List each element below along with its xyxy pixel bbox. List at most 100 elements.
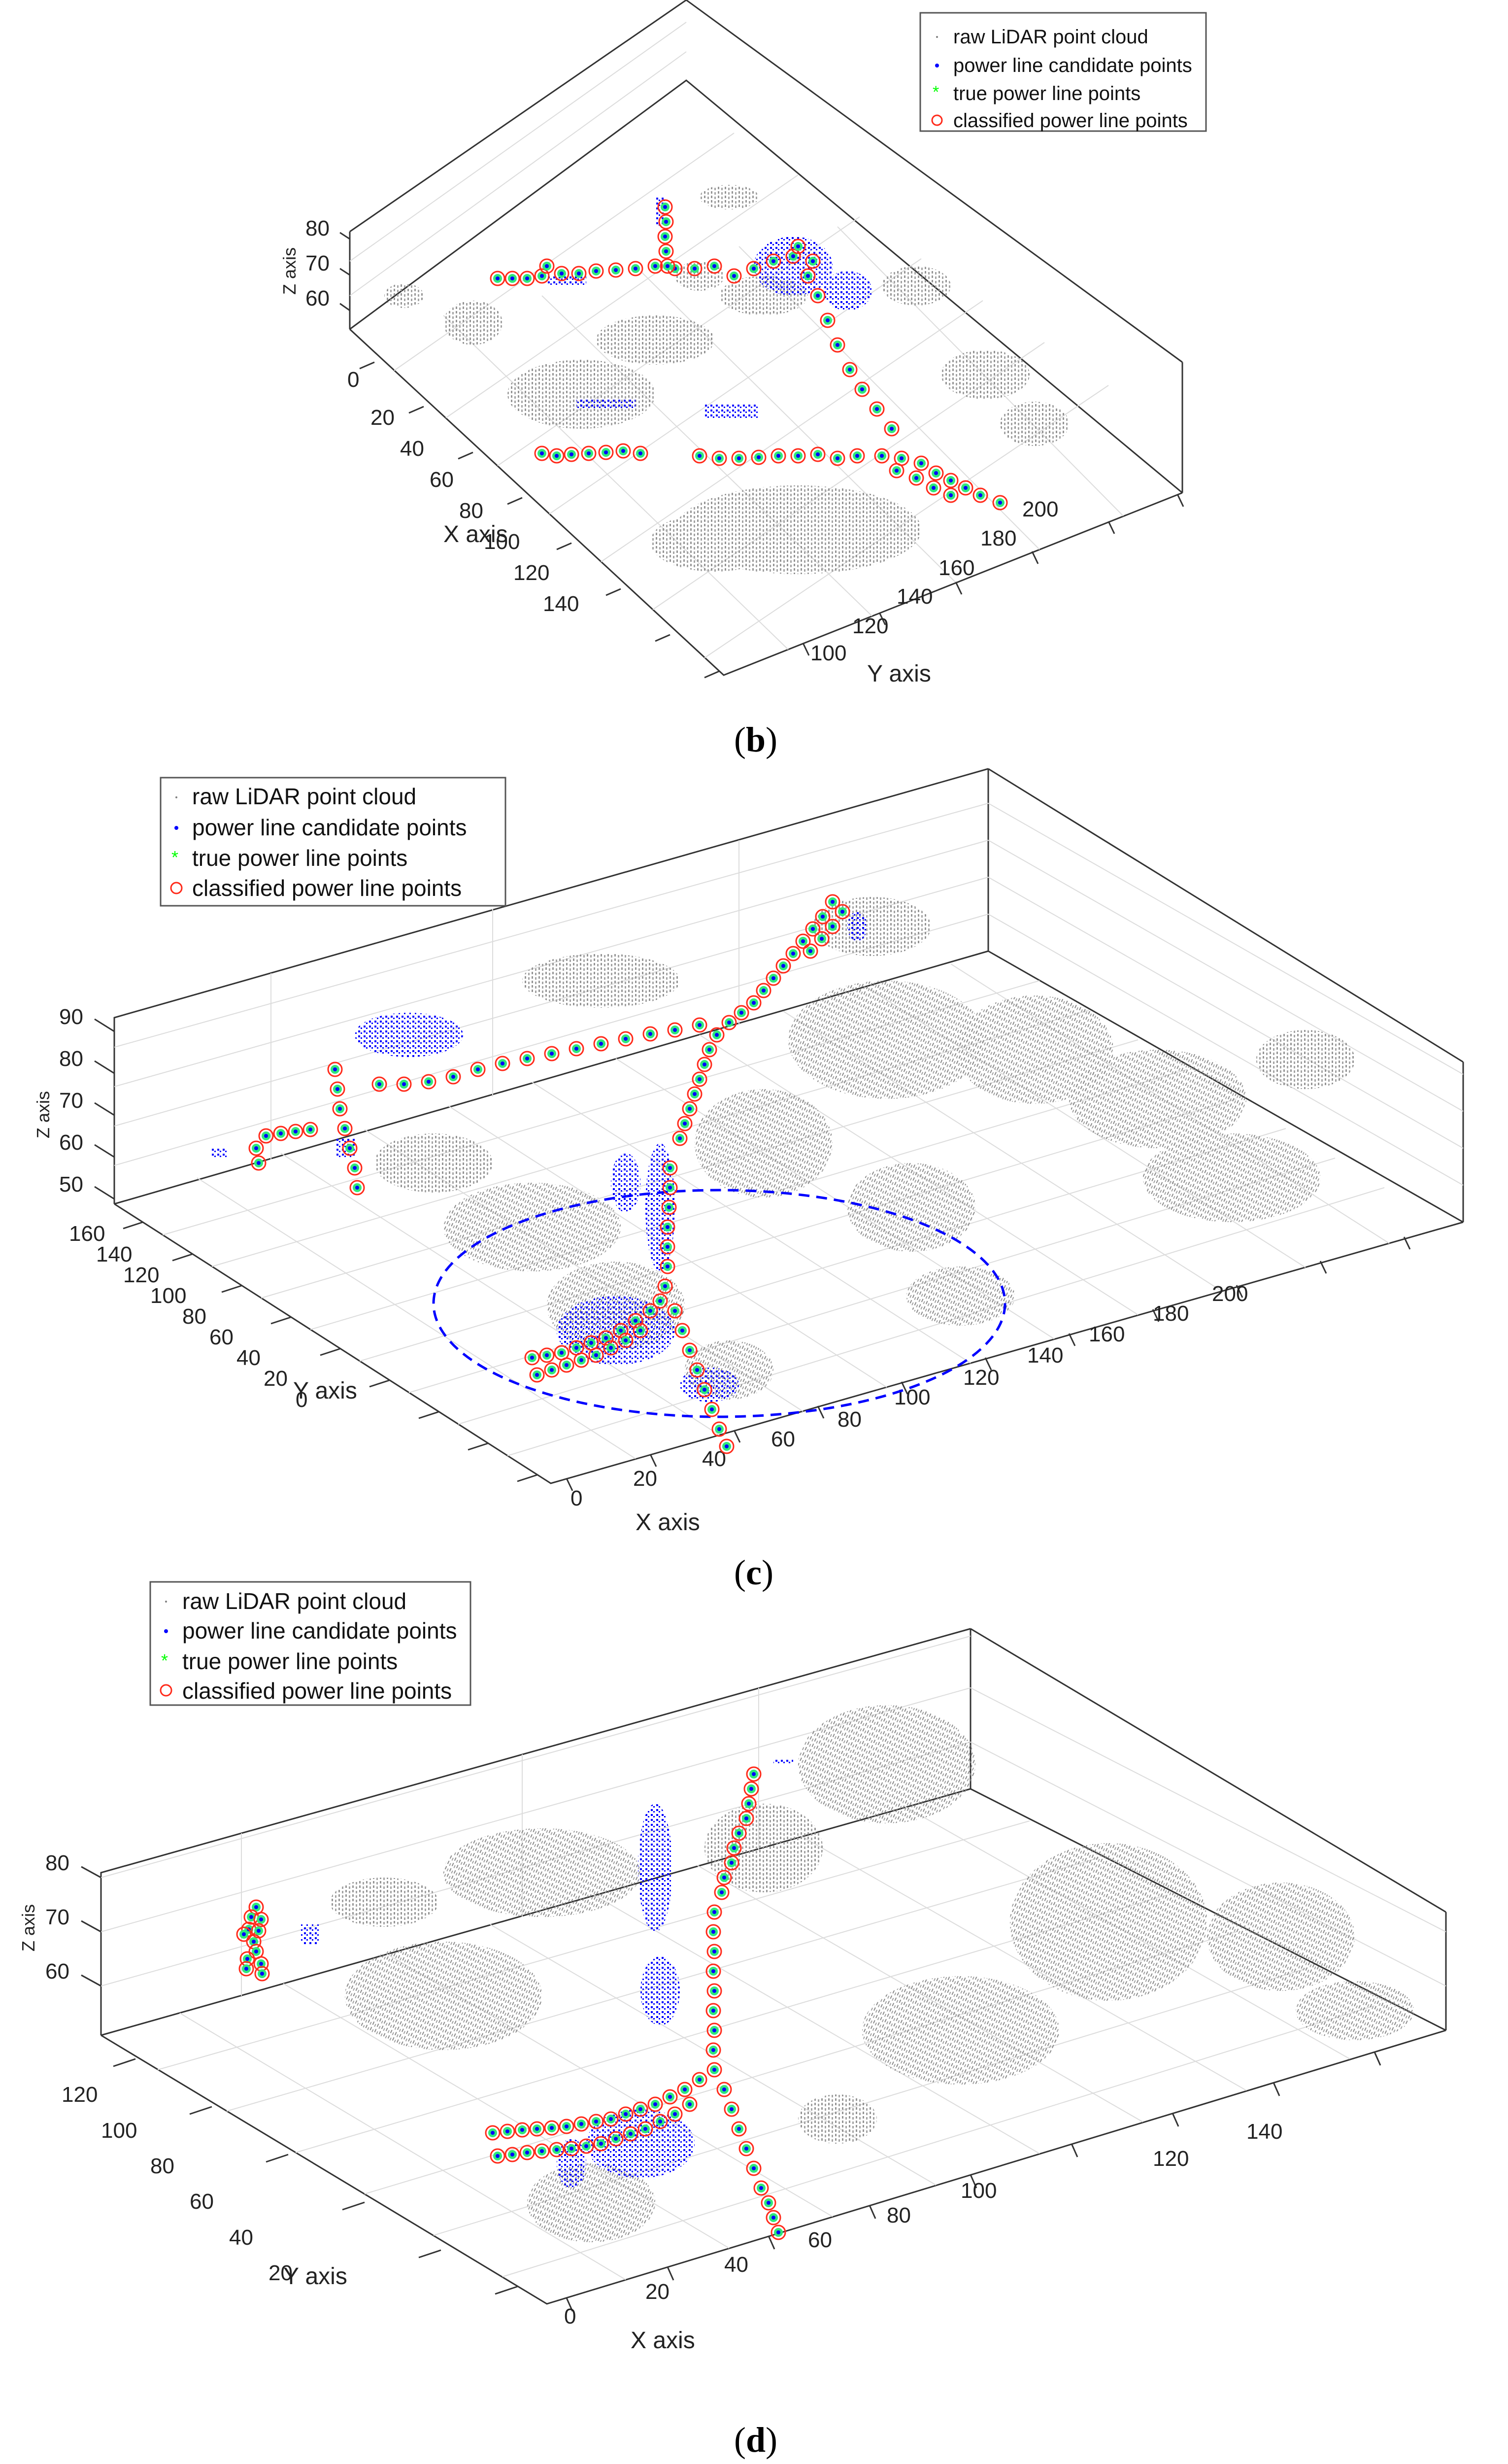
x-tick: 20 <box>645 2280 670 2304</box>
y-tick: 40 <box>236 1346 261 1370</box>
y-tick: 120 <box>852 614 888 638</box>
x-tick: 80 <box>838 1407 862 1432</box>
y-tick: 160 <box>69 1222 105 1246</box>
panel-caption-d: (d) <box>734 2420 777 2460</box>
panel-caption-c: (c) <box>734 1553 773 1592</box>
legend-item: classified power line points <box>953 110 1188 132</box>
raw-points-d <box>330 1705 1414 2242</box>
y-tick: 140 <box>897 584 933 609</box>
x-tick: 100 <box>894 1385 930 1409</box>
y-tick: 140 <box>96 1242 132 1266</box>
candidate-points-d <box>301 1759 793 2188</box>
x-tick: 100 <box>961 2179 997 2203</box>
x-tick: 120 <box>1153 2147 1189 2171</box>
z-axis-label: Z axis <box>18 1904 38 1951</box>
y-axis-label: Y axis <box>867 661 931 687</box>
y-axis-b: 100 120 140 160 180 200 Y axis <box>802 494 1184 687</box>
x-tick: 0 <box>570 1486 582 1510</box>
legend-item: classified power line points <box>192 875 462 901</box>
panel-d: 80 70 60 Z axis 120 100 80 60 40 20 Y ax… <box>18 1581 1447 2460</box>
legend-item: power line candidate points <box>953 55 1192 76</box>
x-tick: 100 <box>484 530 520 554</box>
x-tick: 80 <box>887 2203 911 2227</box>
dashed-ellipse-annotation <box>432 1189 1006 1418</box>
y-tick: 100 <box>101 2119 137 2143</box>
x-tick: 140 <box>1027 1343 1063 1368</box>
x-axis-label: X axis <box>636 1509 700 1536</box>
x-axis-b: 0 20 40 60 80 100 120 140 X axis <box>347 361 720 679</box>
true-marker-icon: * <box>933 83 939 102</box>
y-tick: 60 <box>190 2190 214 2214</box>
axes-box-floor <box>101 2029 1446 2305</box>
z-tick: 60 <box>45 1959 69 1984</box>
z-axis-label: Z axis <box>33 1091 53 1138</box>
x-tick: 20 <box>633 1467 657 1491</box>
x-tick: 40 <box>702 1447 726 1471</box>
y-tick: 20 <box>268 2261 293 2285</box>
legend-b: * raw LiDAR point cloud power line candi… <box>919 12 1207 132</box>
x-tick: 40 <box>400 437 424 461</box>
x-tick: 120 <box>963 1366 999 1390</box>
legend-item: raw LiDAR point cloud <box>182 1588 406 1614</box>
y-axis-label: Y axis <box>293 1378 357 1404</box>
y-tick: 40 <box>229 2225 253 2250</box>
classified-marker-icon <box>931 114 943 126</box>
z-tick: 70 <box>45 1905 69 1929</box>
x-tick: 60 <box>430 468 454 492</box>
x-tick: 140 <box>543 592 579 616</box>
x-tick: 140 <box>1246 2120 1282 2144</box>
legend-item: power line candidate points <box>192 815 467 840</box>
true-marker-icon: * <box>171 847 178 867</box>
y-tick: 120 <box>62 2083 98 2107</box>
classified-marker-icon <box>160 1684 172 1697</box>
x-tick: 80 <box>459 499 483 523</box>
z-tick: 80 <box>45 1851 69 1875</box>
z-tick: 60 <box>59 1130 83 1155</box>
legend-item: classified power line points <box>182 1678 452 1704</box>
x-tick: 160 <box>1089 1322 1125 1346</box>
panel-c: 90 80 70 60 50 Z axis 160 140 120 100 80… <box>33 768 1464 1592</box>
raw-marker-icon <box>165 1601 167 1603</box>
z-tick: 60 <box>305 286 330 310</box>
x-tick: 0 <box>564 2304 576 2328</box>
y-tick: 100 <box>810 641 846 665</box>
z-axis-d: 80 70 60 Z axis <box>18 1851 101 1987</box>
legend-item: true power line points <box>182 1648 398 1674</box>
power-lines-b <box>490 199 1008 511</box>
y-tick: 100 <box>150 1284 186 1308</box>
candidate-marker-icon <box>174 826 178 830</box>
axes-box-back <box>113 768 989 1204</box>
x-tick: 40 <box>724 2253 748 2277</box>
legend-c: * raw LiDAR point cloud power line candi… <box>160 777 506 907</box>
x-tick: 120 <box>513 561 549 585</box>
y-axis-c: 160 140 120 100 80 60 40 20 0 Y axis <box>69 1221 537 1482</box>
panel-b: 80 70 60 Z axis 0 20 40 60 80 100 120 14… <box>279 0 1207 759</box>
z-axis-c: 90 80 70 60 50 Z axis <box>33 1005 115 1200</box>
true-marker-icon: * <box>161 1650 168 1671</box>
legend-d: * raw LiDAR point cloud power line candi… <box>149 1581 471 1706</box>
y-tick: 20 <box>264 1367 288 1391</box>
x-tick: 60 <box>808 2228 832 2252</box>
z-axis-b: 80 70 60 Z axis <box>279 216 350 311</box>
axes-box-floor <box>114 1203 1464 1484</box>
z-tick: 80 <box>305 216 330 240</box>
axes-box-top <box>349 79 1183 494</box>
y-tick: 160 <box>938 556 974 580</box>
candidate-marker-icon <box>935 64 939 68</box>
z-tick: 70 <box>59 1089 83 1113</box>
y-tick: 0 <box>296 1388 307 1412</box>
x-tick: 0 <box>347 368 359 392</box>
x-tick: 200 <box>1212 1282 1248 1306</box>
x-tick: 180 <box>1153 1301 1189 1326</box>
legend-item: true power line points <box>953 83 1140 104</box>
legend-item: true power line points <box>192 845 407 871</box>
panel-caption-b: (b) <box>734 720 777 759</box>
y-axis-label: Y axis <box>283 2263 347 2290</box>
candidate-marker-icon <box>164 1629 168 1633</box>
z-tick: 80 <box>59 1047 83 1071</box>
legend-item: raw LiDAR point cloud <box>192 784 416 809</box>
raw-points-b <box>384 185 1069 574</box>
y-axis-d: 120 100 80 60 40 20 Y axis <box>62 2058 518 2295</box>
x-axis-d: 0 20 40 60 80 100 120 140 X axis <box>564 2052 1381 2354</box>
